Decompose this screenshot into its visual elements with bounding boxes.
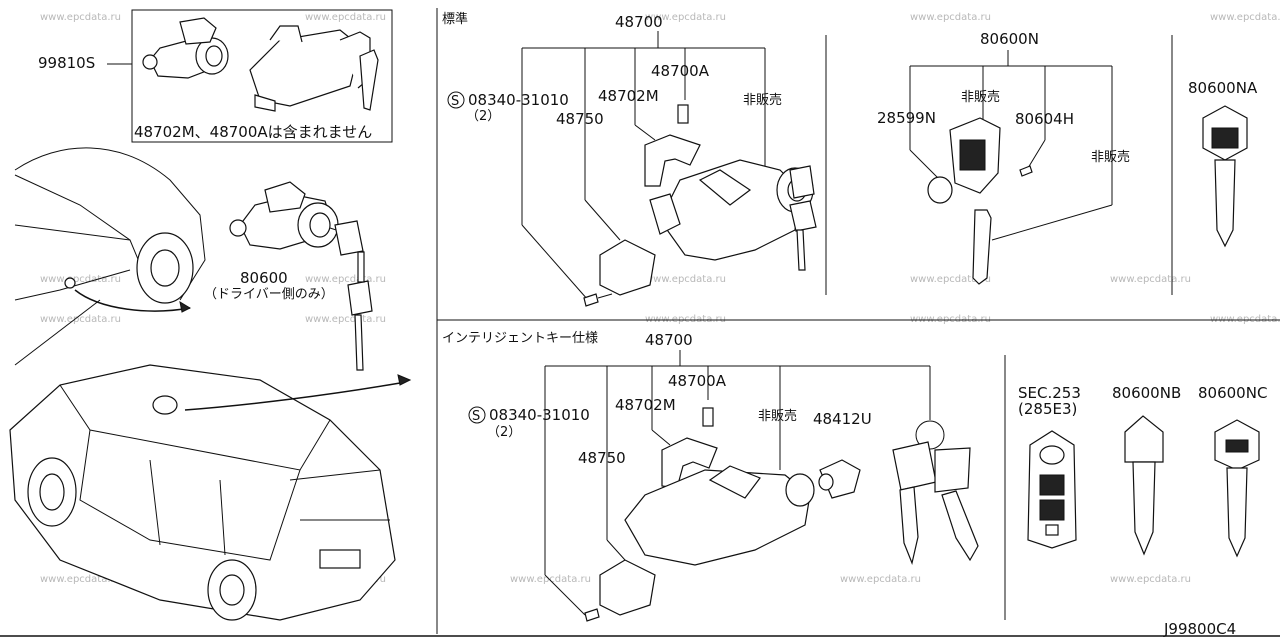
- intelligent-ignition-assembly-icon: [584, 407, 861, 622]
- driver-only-note: （ドライバー側のみ）: [204, 287, 334, 302]
- screw-symbol-icon: S: [468, 406, 486, 424]
- part-label-80600n: 80600N: [980, 30, 1039, 48]
- not-sold-label: 非販売: [758, 408, 797, 424]
- key-pair-icon: [892, 420, 979, 566]
- watermark: www.epcdata.ru: [1110, 574, 1191, 585]
- section-title-intelligent-key: インテリジェントキー仕様: [442, 331, 598, 346]
- part-label-48412u: 48412U: [813, 410, 872, 428]
- ignition-lock-assembly-icon: [583, 104, 817, 307]
- watermark: www.epcdata.ru: [510, 574, 591, 585]
- watermark: www.epcdata.ru: [1210, 12, 1280, 23]
- watermark: www.epcdata.ru: [910, 274, 991, 285]
- watermark: www.epcdata.ru: [840, 574, 921, 585]
- remote-key-fob-icon: [927, 117, 1033, 285]
- watermark: www.epcdata.ru: [40, 274, 121, 285]
- part-label-80600: 80600: [240, 269, 288, 287]
- quantity-label: （2）: [487, 425, 521, 440]
- leader-lines-keyset: [909, 50, 1113, 241]
- section-reference: SEC.253: [1018, 384, 1081, 402]
- diagram-code: J99800C4: [1163, 620, 1236, 638]
- part-label-80604h: 80604H: [1015, 110, 1074, 128]
- svg-text:S: S: [472, 409, 480, 424]
- watermark: www.epcdata.ru: [645, 274, 726, 285]
- part-label-80600na: 80600NA: [1188, 79, 1258, 97]
- part-label-99810s: 99810S: [38, 54, 95, 72]
- screw-symbol-icon: S: [447, 91, 465, 109]
- not-sold-label: 非販売: [961, 89, 1000, 105]
- ignition-assembly-icon: [249, 25, 379, 112]
- watermark: www.epcdata.ru: [40, 314, 121, 325]
- watermark: www.epcdata.ru: [645, 12, 726, 23]
- leader-lines-standard: [521, 31, 766, 301]
- watermark: www.epcdata.ru: [40, 574, 121, 585]
- watermark: www.epcdata.ru: [305, 12, 386, 23]
- watermark: www.epcdata.ru: [305, 314, 386, 325]
- intelligent-key-fob-icon: [1027, 430, 1077, 549]
- key-icon: [1214, 419, 1260, 558]
- leader-lines-intelligent: [544, 350, 931, 616]
- part-label-48700a: 48700A: [651, 62, 710, 80]
- watermark: www.epcdata.ru: [305, 274, 386, 285]
- part-label-28599n: 28599N: [877, 109, 936, 127]
- watermark: www.epcdata.ru: [40, 12, 121, 23]
- not-sold-label: 非販売: [1091, 149, 1130, 165]
- part-label-48700a: 48700A: [668, 372, 727, 390]
- part-label-48750: 48750: [556, 110, 604, 128]
- part-label-48702m: 48702M: [615, 396, 676, 414]
- watermark: www.epcdata.ru: [1110, 274, 1191, 285]
- suv-illustration: [9, 364, 412, 621]
- key-icon: [1202, 105, 1248, 248]
- part-label-48750: 48750: [578, 449, 626, 467]
- frame-lines: [0, 8, 1280, 637]
- car-door-illustration: [14, 147, 206, 366]
- watermark: www.epcdata.ru: [910, 12, 991, 23]
- part-label-48700: 48700: [615, 13, 663, 31]
- part-label-80600nc: 80600NC: [1198, 384, 1267, 402]
- door-lock-cylinder-icon: [142, 17, 229, 79]
- door-lock-assembly-icon: [229, 181, 373, 371]
- part-label-08340-31010: 08340-31010: [468, 91, 569, 109]
- section-title-standard: 標準: [442, 11, 468, 27]
- section-reference-sub: (285E3): [1018, 400, 1077, 418]
- part-label-48700: 48700: [645, 331, 693, 349]
- inset-99810s: 99810S 48702M、48700Aは含まれません: [38, 9, 393, 143]
- part-label-08340-31010: 08340-31010: [489, 406, 590, 424]
- part-label-48702m: 48702M: [598, 87, 659, 105]
- not-sold-label: 非販売: [743, 92, 782, 108]
- part-label-80600nb: 80600NB: [1112, 384, 1181, 402]
- key-icon: [1124, 415, 1164, 556]
- quantity-label: （2）: [466, 109, 500, 124]
- svg-text:S: S: [451, 94, 459, 109]
- inset-note: 48702M、48700Aは含まれません: [134, 123, 372, 141]
